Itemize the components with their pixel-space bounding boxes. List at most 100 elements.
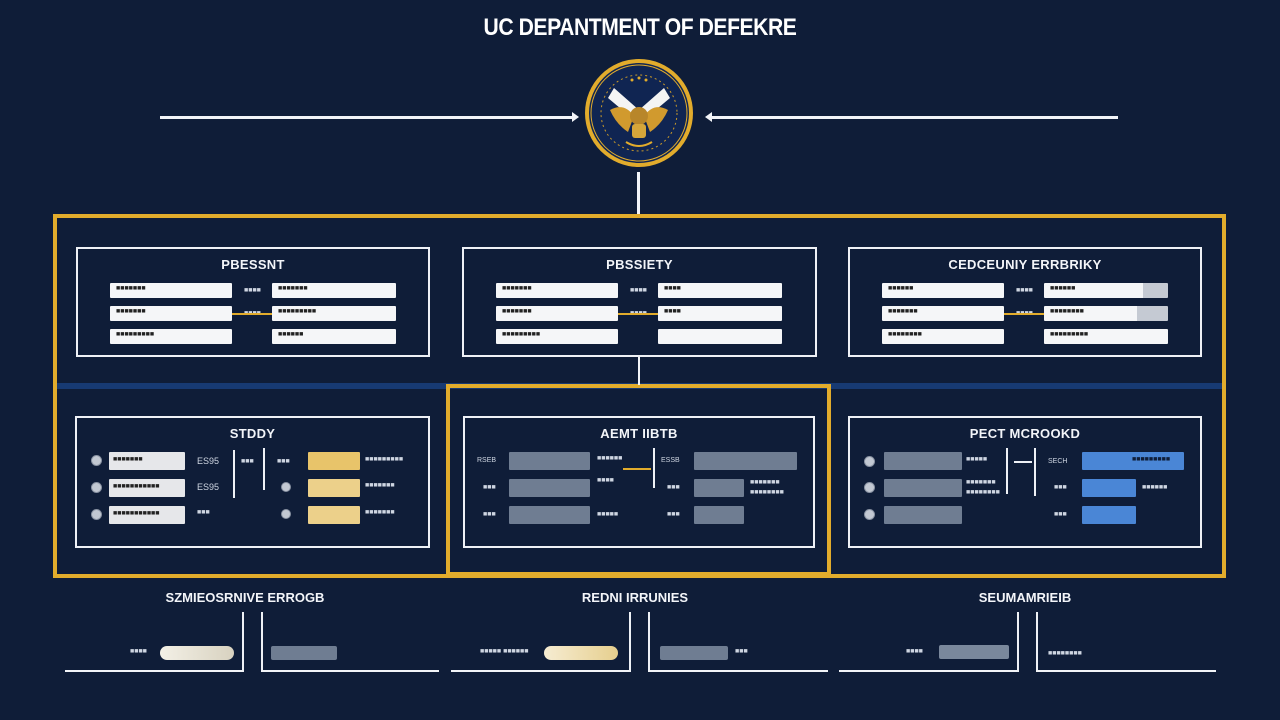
field-right-2[interactable]: ■■■■■■■■■ xyxy=(272,306,396,321)
gold-bar[interactable] xyxy=(308,452,360,470)
right-label: ■■■■■■■ xyxy=(365,509,395,516)
panel-mid-3[interactable]: PECT MCROOKD ■■■■■ ■■■■■■■ ■■■■■■■■ SECH… xyxy=(848,416,1202,548)
mid-label: ■■■■ xyxy=(1016,287,1033,294)
side-label: ESSB xyxy=(661,457,680,464)
item-bar[interactable]: ■■■■■■■■■■■ xyxy=(109,479,185,497)
panel-title: PBSSIETY xyxy=(606,257,673,272)
status-dot-icon xyxy=(91,509,102,520)
field-left-3[interactable]: ■■■■■■■■ xyxy=(882,329,1004,344)
left-label: RSEB xyxy=(477,457,497,464)
mid-label: ■■■■ xyxy=(244,287,261,294)
panel-top-2[interactable]: PBSSIETY ■■■■■■■ ■■■■■■■ ■■■■■■■■■ ■■■■ … xyxy=(462,247,817,357)
field-right-1[interactable]: ■■■■ xyxy=(658,283,782,298)
right-label: ■■■■■■■■■ xyxy=(365,456,404,463)
field-left-2[interactable]: ■■■■■■■ xyxy=(110,306,232,321)
pill-bar[interactable] xyxy=(160,646,234,660)
grey-pill[interactable] xyxy=(660,646,728,660)
right-connector-line xyxy=(712,116,1118,119)
baseline xyxy=(451,670,629,672)
field-left-2[interactable]: ■■■■■■■ xyxy=(496,306,618,321)
section-label: SEUMAMRIEIB xyxy=(978,590,1072,605)
pill-bar[interactable] xyxy=(544,646,618,660)
field-left-2[interactable]: ■■■■■■■ xyxy=(882,306,1004,321)
field-right-3[interactable]: ■■■■■■ xyxy=(272,329,396,344)
field-left-3[interactable]: ■■■■■■■■■ xyxy=(496,329,618,344)
item-bar[interactable]: ■■■■■■■ xyxy=(109,452,185,470)
field-left-1[interactable]: ■■■■■■■ xyxy=(110,283,232,298)
connector xyxy=(1017,612,1019,672)
gold-bar[interactable] xyxy=(308,479,360,497)
grey-bar[interactable] xyxy=(884,452,962,470)
bottom-label: ■■■■■ ■■■■■■ xyxy=(480,648,529,655)
panel-title: PECT MCROOKD xyxy=(969,426,1081,441)
grey-bar[interactable] xyxy=(509,506,590,524)
mid-label: ■■■■■■■ xyxy=(966,479,996,486)
grey-bar[interactable] xyxy=(509,452,590,470)
connector xyxy=(1036,612,1038,672)
field-right-2[interactable]: ■■■■ xyxy=(658,306,782,321)
left-connector-line xyxy=(160,116,572,119)
side-label: ■■■ xyxy=(667,484,680,491)
eagle-seal-icon xyxy=(585,59,693,167)
baseline xyxy=(839,670,1017,672)
status-dot-icon xyxy=(91,482,102,493)
gold-link xyxy=(618,313,658,315)
field-left-1[interactable]: ■■■■■■■ xyxy=(496,283,618,298)
connector xyxy=(1034,448,1036,496)
panel-top-1[interactable]: PBESSNT ■■■■■■■ ■■■■■■■ ■■■■■■■■■ ■■■■ ■… xyxy=(76,247,430,357)
panel-mid-2[interactable]: AEMT IIBTB RSEB ■■■ ■■■ ■■■■■■ ■■■■ ■■■■… xyxy=(463,416,815,548)
field-right-3[interactable] xyxy=(658,329,782,344)
field-left-1[interactable]: ■■■■■■ xyxy=(882,283,1004,298)
right-arrow-icon xyxy=(572,112,579,122)
code-label: ES95 xyxy=(197,456,220,466)
side-label: ■■■ xyxy=(667,511,680,518)
left-arrow-icon xyxy=(705,112,712,122)
mid-label: ■■■■■ xyxy=(966,456,988,463)
gold-link xyxy=(623,468,651,470)
mid-label: ■■■■ xyxy=(630,287,647,294)
field-left-3[interactable]: ■■■■■■■■■ xyxy=(110,329,232,344)
grey-bar[interactable] xyxy=(884,506,962,524)
gold-link xyxy=(232,313,272,315)
status-dot-icon xyxy=(864,456,875,467)
center-connector xyxy=(638,357,640,385)
seal-down-connector xyxy=(637,172,640,214)
status-dot-icon xyxy=(864,482,875,493)
gold-bar[interactable] xyxy=(308,506,360,524)
mid-label: ■■■■■■ xyxy=(597,455,623,462)
grey-pill[interactable] xyxy=(939,645,1009,659)
panel-mid-1[interactable]: STDDY ■■■■■■■ ■■■■■■■■■■■ ■■■■■■■■■■■ ES… xyxy=(75,416,430,548)
grey-bar[interactable] xyxy=(694,479,744,497)
connector xyxy=(233,450,235,498)
panel-title: AEMT IIBTB xyxy=(600,426,678,441)
grey-bar[interactable] xyxy=(509,479,590,497)
section-label: SZMIEOSRNIVE ERROGB xyxy=(165,590,325,605)
right-label: ■■■■■■■■ xyxy=(750,489,784,496)
grey-pill[interactable] xyxy=(271,646,337,660)
grey-bar[interactable] xyxy=(694,506,744,524)
left-label: ■■■ xyxy=(483,511,496,518)
panel-top-3[interactable]: CEDCEUNIY ERRBRIKY ■■■■■■ ■■■■■■■ ■■■■■■… xyxy=(848,247,1202,357)
code-label: ■■■ xyxy=(197,509,210,516)
field-right-1[interactable]: ■■■■■■ xyxy=(1044,283,1168,298)
org-frame xyxy=(53,214,1226,578)
blue-bar[interactable]: ■■■■■■■■■ xyxy=(1082,452,1184,470)
grey-bar[interactable] xyxy=(694,452,797,470)
connector xyxy=(1006,448,1008,494)
section-label: REDNI IRRUNIES xyxy=(581,590,689,605)
left-label: ■■■ xyxy=(483,484,496,491)
item-bar[interactable]: ■■■■■■■■■■■ xyxy=(109,506,185,524)
code-label: ES95 xyxy=(197,482,220,492)
bottom-label: ■■■ xyxy=(735,648,748,655)
connector xyxy=(648,612,650,672)
field-right-3[interactable]: ■■■■■■■■■ xyxy=(1044,329,1168,344)
field-right-1[interactable]: ■■■■■■■ xyxy=(272,283,396,298)
blue-bar[interactable] xyxy=(1082,479,1136,497)
link xyxy=(1014,461,1032,463)
bottom-label: ■■■■■■■■ xyxy=(1048,650,1082,657)
field-right-2[interactable]: ■■■■■■■■ xyxy=(1044,306,1168,321)
right-label: ■■■■■■■ xyxy=(365,482,395,489)
grey-bar[interactable] xyxy=(884,479,962,497)
blue-bar[interactable] xyxy=(1082,506,1136,524)
right-label: ■■■■■■■ xyxy=(750,479,780,486)
